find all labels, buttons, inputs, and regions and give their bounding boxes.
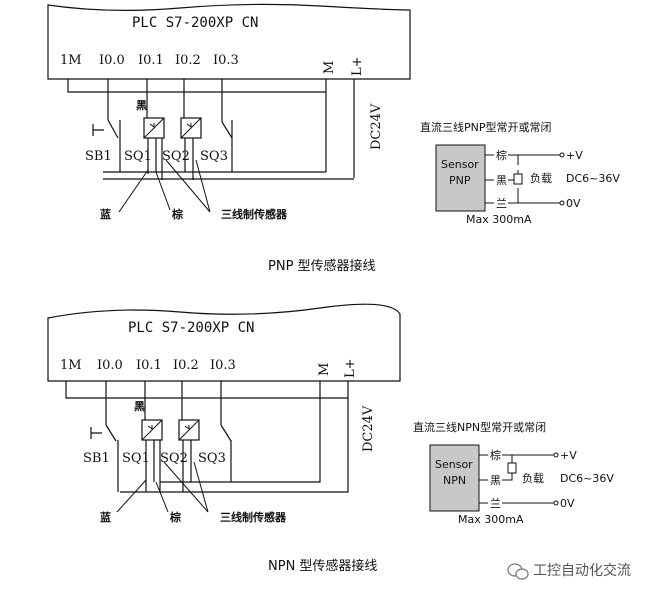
npn-terminal-i02: I0.2 bbox=[173, 358, 199, 373]
pnp-inset: 直流三线PNP型常开或常闭 Sensor PNP 棕 黑 兰 负载 +V 0V … bbox=[420, 120, 620, 226]
pnp-terminal-i03: I0.3 bbox=[213, 53, 239, 68]
npn-sb1-contact bbox=[105, 424, 117, 442]
npn-label-sq2: SQ2 bbox=[160, 451, 188, 466]
pnp-sensor-sq1 bbox=[143, 117, 165, 180]
wechat-icon bbox=[507, 563, 529, 580]
npn-inset-brown: 棕 bbox=[490, 448, 501, 462]
pnp-sb1-button bbox=[92, 124, 104, 136]
pnp-inset-max: Max 300mA bbox=[466, 213, 532, 226]
pnp-inset-brown: 棕 bbox=[496, 148, 507, 162]
npn-sensor-sq1 bbox=[141, 419, 163, 492]
pnp-inset-title: 直流三线PNP型常开或常闭 bbox=[420, 120, 552, 134]
pnp-plc-title: PLC S7-200XP CN bbox=[132, 15, 258, 31]
npn-inset: 直流三线NPN型常开或常闭 Sensor NPN 棕 黑 兰 负载 +V 0V … bbox=[413, 420, 614, 526]
pnp-terminal-i01: I0.1 bbox=[138, 53, 164, 68]
npn-label-brown: 棕 bbox=[169, 510, 181, 524]
pnp-label-sq3: SQ3 bbox=[200, 149, 228, 164]
npn-inset-black: 黑 bbox=[490, 474, 501, 487]
watermark-text: 工控自动化交流 bbox=[533, 562, 631, 579]
npn-section: PLC S7-200XP CN 1M I0.0 I0.1 I0.2 I0.3 M… bbox=[47, 303, 614, 574]
pnp-inset-blue: 兰 bbox=[496, 197, 507, 210]
npn-sensor-note: 三线制传感器 bbox=[220, 510, 287, 524]
npn-inset-vplus: +V bbox=[560, 449, 577, 462]
pnp-supply-label: DC24V bbox=[369, 103, 384, 150]
pnp-terminal-i00: I0.0 bbox=[99, 53, 125, 68]
pnp-terminal-m: M bbox=[322, 61, 337, 74]
pnp-sensor-sq2 bbox=[180, 117, 202, 180]
npn-sensor-label: Sensor bbox=[435, 458, 473, 471]
pnp-terminal-l: L+ bbox=[350, 56, 365, 76]
pnp-caption: PNP 型传感器接线 bbox=[268, 258, 376, 274]
npn-wire-black: 黑 bbox=[134, 400, 145, 413]
pnp-label-sb1: SB1 bbox=[85, 149, 112, 164]
npn-rails bbox=[65, 381, 349, 493]
pnp-inset-load: 负载 bbox=[530, 171, 552, 185]
npn-sensor-block bbox=[429, 444, 480, 512]
pnp-sb1-contact bbox=[107, 119, 119, 139]
pnp-label-sq1: SQ1 bbox=[124, 149, 152, 164]
pnp-pointer-lines bbox=[118, 159, 211, 213]
pnp-inset-range: DC6~36V bbox=[566, 172, 620, 185]
pnp-sq3-contact bbox=[221, 121, 233, 139]
npn-supply-label: DC24V bbox=[361, 405, 376, 452]
pnp-sensor-note: 三线制传感器 bbox=[221, 207, 288, 221]
npn-pointer-lines bbox=[116, 461, 209, 513]
pnp-plc-box bbox=[47, 3, 411, 80]
pnp-label-blue: 蓝 bbox=[100, 207, 111, 221]
npn-inset-load: 负载 bbox=[522, 471, 544, 485]
pnp-wire-black: 黑 bbox=[136, 99, 147, 112]
npn-terminal-1m: 1M bbox=[60, 358, 82, 373]
npn-terminal-i01: I0.1 bbox=[136, 358, 162, 373]
npn-plc-title: PLC S7-200XP CN bbox=[128, 320, 254, 336]
pnp-sensor-block bbox=[435, 144, 486, 212]
pnp-label-brown: 棕 bbox=[171, 207, 183, 221]
npn-terminal-i00: I0.0 bbox=[97, 358, 123, 373]
npn-label-blue: 蓝 bbox=[100, 510, 111, 524]
npn-sensor-type: NPN bbox=[443, 474, 466, 487]
pnp-section: PLC S7-200XP CN 1M I0.0 I0.1 I0.2 I0.3 M… bbox=[47, 3, 620, 274]
pnp-inset-vplus: +V bbox=[566, 149, 583, 162]
npn-terminal-i03: I0.3 bbox=[210, 358, 236, 373]
pnp-label-sq2: SQ2 bbox=[162, 149, 190, 164]
pnp-terminal-1m: 1M bbox=[60, 53, 82, 68]
npn-sb1-button bbox=[90, 427, 102, 439]
npn-label-sq1: SQ1 bbox=[122, 451, 150, 466]
npn-inset-blue: 兰 bbox=[490, 497, 501, 510]
npn-caption: NPN 型传感器接线 bbox=[268, 558, 377, 574]
pnp-sensor-type: PNP bbox=[449, 174, 471, 187]
pnp-inset-vzero: 0V bbox=[566, 197, 581, 210]
pnp-inset-black: 黑 bbox=[496, 174, 507, 187]
npn-inset-range: DC6~36V bbox=[560, 472, 614, 485]
npn-label-sq3: SQ3 bbox=[198, 451, 226, 466]
npn-label-sb1: SB1 bbox=[83, 451, 110, 466]
pnp-rails bbox=[67, 79, 355, 180]
npn-inset-title: 直流三线NPN型常开或常闭 bbox=[413, 420, 546, 434]
npn-sq3-contact bbox=[220, 424, 232, 442]
watermark: 工控自动化交流 bbox=[507, 562, 631, 580]
npn-inset-vzero: 0V bbox=[560, 497, 575, 510]
npn-terminal-l: L+ bbox=[343, 358, 358, 378]
npn-terminal-m: M bbox=[317, 363, 332, 376]
pnp-terminal-i02: I0.2 bbox=[175, 53, 201, 68]
pnp-sensor-label: Sensor bbox=[441, 158, 479, 171]
npn-inset-max: Max 300mA bbox=[458, 513, 524, 526]
npn-plc-box bbox=[47, 303, 401, 382]
